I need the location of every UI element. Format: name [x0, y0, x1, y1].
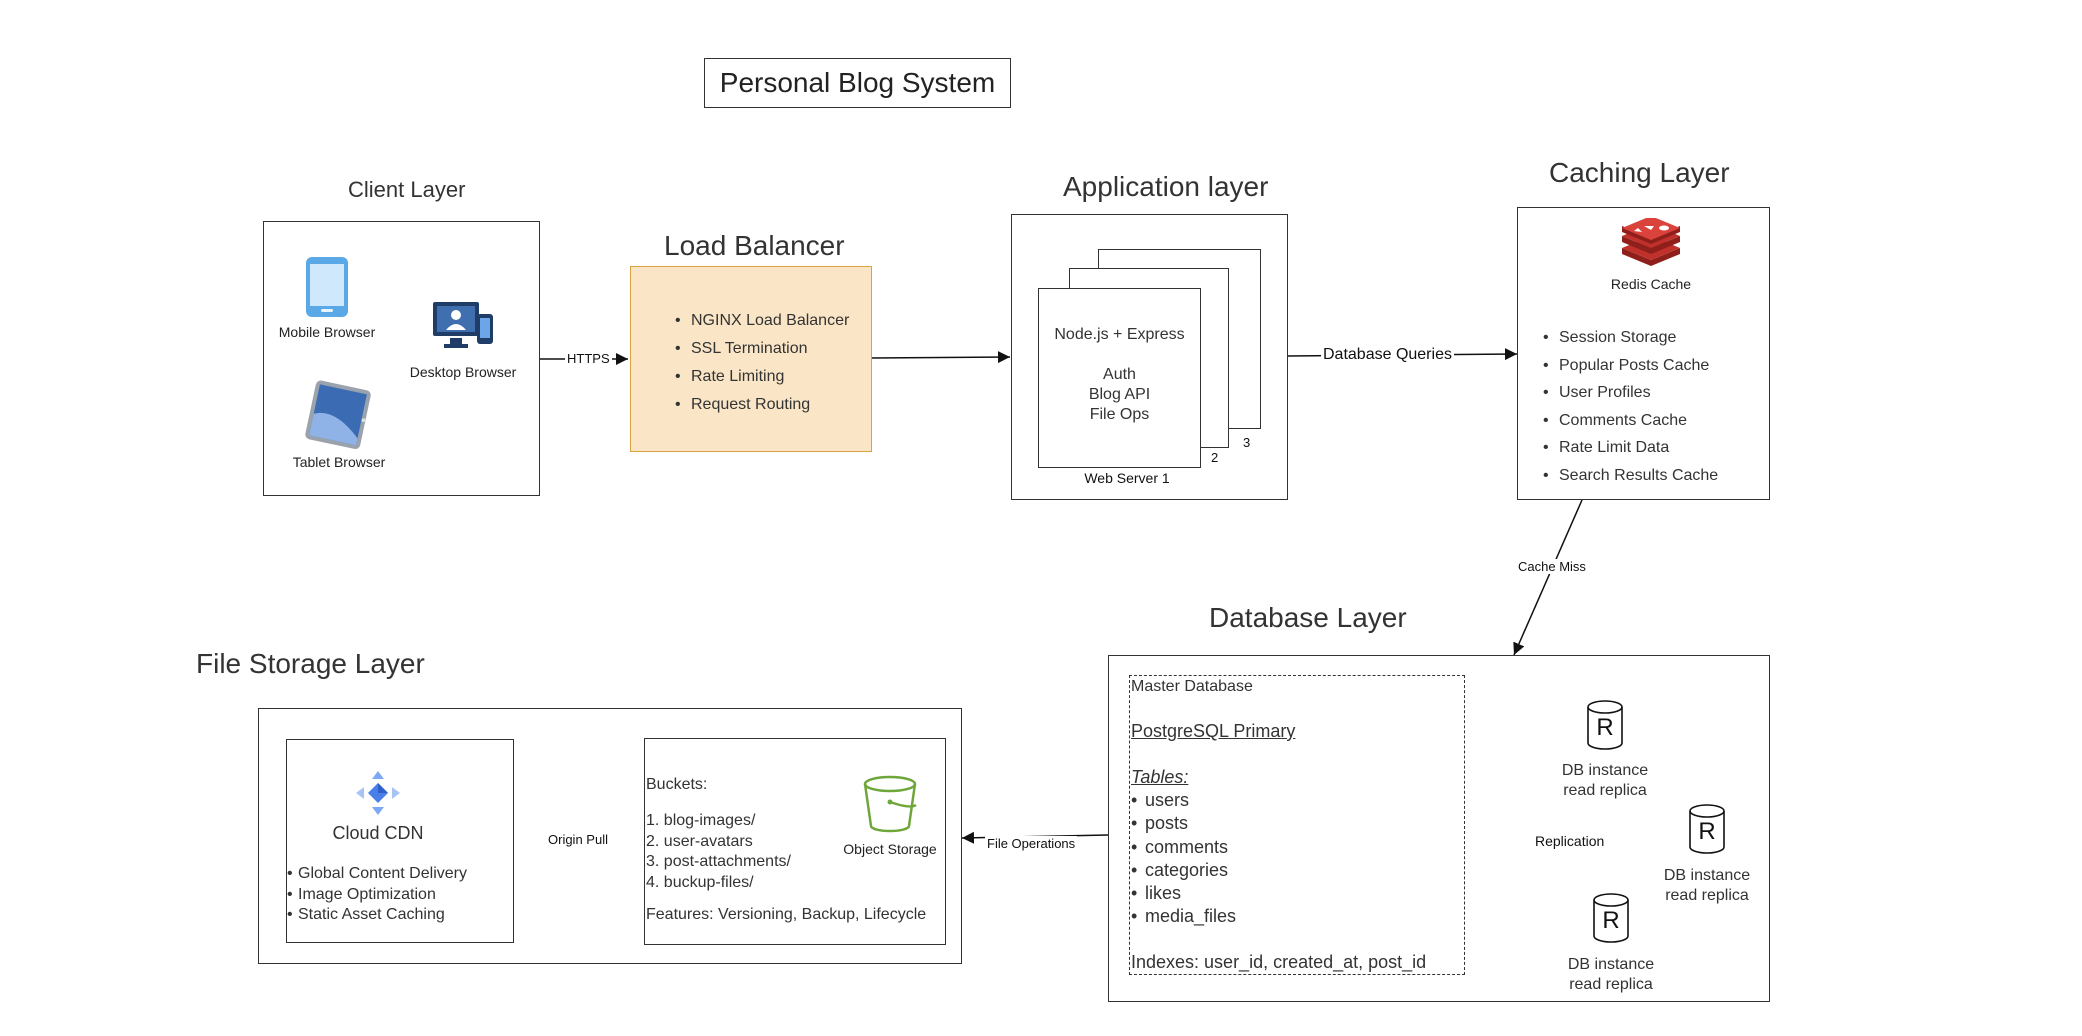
- tablet-icon: [305, 380, 371, 450]
- lb-item: SSL Termination: [675, 335, 849, 363]
- cloud-cdn-label: Cloud CDN: [332, 823, 424, 843]
- mobile-browser-label: Mobile Browser: [278, 324, 376, 340]
- cache-item: Rate Limit Data: [1543, 434, 1718, 462]
- desktop-devices-icon: [433, 302, 493, 348]
- table-item: media_files: [1131, 905, 1236, 929]
- bucket-item: 3. post-attachments/: [646, 853, 791, 870]
- buckets-heading: Buckets:: [646, 776, 708, 793]
- cdn-feature: Global Content Delivery: [287, 864, 467, 885]
- bucket-item: 2. user-avatars: [646, 832, 753, 850]
- database-layer-box: [1108, 655, 1770, 1002]
- postgresql-primary-label: PostgreSQL Primary: [1131, 721, 1296, 741]
- database-cylinder-icon: [1689, 804, 1725, 854]
- bucket-item: 1. blog-images/: [646, 812, 756, 829]
- cache-item: Session Storage: [1543, 324, 1718, 352]
- caching-layer-heading: Caching Layer: [1549, 157, 1730, 188]
- application-layer-heading: Application layer: [1063, 171, 1269, 202]
- replication-label: Replication: [1533, 833, 1607, 849]
- database-layer-heading: Database Layer: [1209, 602, 1407, 633]
- file-storage-layer-heading: File Storage Layer: [196, 648, 425, 679]
- diagram-title: Personal Blog System: [719, 67, 996, 98]
- object-storage-box: Buckets: 1. blog-images/ 2. user-avatars…: [644, 738, 946, 945]
- master-database-box: Master Database PostgreSQL Primary Table…: [1129, 675, 1465, 975]
- file-operations-label: File Operations: [985, 836, 1078, 851]
- table-item: posts: [1131, 812, 1236, 836]
- redis-cache-label: Redis Cache: [1610, 276, 1692, 292]
- database-cylinder-icon: [1593, 893, 1629, 943]
- cache-item: Popular Posts Cache: [1543, 352, 1718, 380]
- cache-item: Search Results Cache: [1543, 462, 1718, 490]
- cache-miss-label: Cache Miss: [1516, 559, 1588, 574]
- lb-to-app-arrow: [871, 351, 1011, 364]
- table-item: likes: [1131, 882, 1236, 906]
- table-item: users: [1131, 789, 1236, 813]
- web-server-1-label: Web Server 1: [1084, 470, 1170, 486]
- replica-3-label-line1: DB instance: [1567, 956, 1655, 973]
- database-cylinder-icon: [1587, 700, 1623, 750]
- master-database-label: Master Database: [1131, 678, 1253, 695]
- cloud-cdn-icon: [356, 771, 400, 815]
- replica-1-label-line2: read replica: [1563, 782, 1647, 799]
- blog-api-label: Blog API: [1088, 386, 1151, 403]
- cache-miss-arrow: [1513, 499, 1583, 656]
- cloud-cdn-box: Global Content Delivery Image Optimizati…: [286, 739, 514, 943]
- cache-item: User Profiles: [1543, 379, 1718, 407]
- web-server-1-box: Node.js + Express Auth Blog API File Ops: [1038, 288, 1201, 468]
- mobile-phone-icon: [306, 257, 348, 317]
- replica-glyph: R: [1602, 907, 1620, 934]
- client-layer-heading: Client Layer: [348, 177, 466, 202]
- replica-glyph: R: [1596, 714, 1614, 741]
- database-queries-label: Database Queries: [1321, 346, 1454, 364]
- lb-item: Request Routing: [675, 391, 849, 419]
- storage-features-label: Features: Versioning, Backup, Lifecycle: [646, 906, 927, 923]
- cdn-feature: Image Optimization: [287, 885, 467, 906]
- server-number-3: 3: [1243, 435, 1251, 450]
- lb-item: Rate Limiting: [675, 363, 849, 391]
- auth-label: Auth: [1103, 366, 1136, 383]
- replica-2-label-line2: read replica: [1665, 887, 1749, 904]
- desktop-browser-label: Desktop Browser: [409, 364, 517, 380]
- load-balancer-heading: Load Balancer: [664, 230, 845, 261]
- table-item: categories: [1131, 859, 1236, 883]
- tables-heading: Tables:: [1131, 767, 1189, 787]
- object-storage-label: Object Storage: [843, 841, 937, 857]
- redis-icon: [1622, 218, 1680, 266]
- replica-glyph: R: [1698, 818, 1716, 845]
- diagram-title-box: Personal Blog System: [704, 58, 1011, 108]
- cdn-feature: Static Asset Caching: [287, 905, 467, 926]
- replica-1-label-line1: DB instance: [1561, 762, 1649, 779]
- tablet-browser-label: Tablet Browser: [292, 454, 386, 470]
- server-number-2: 2: [1211, 450, 1219, 465]
- indexes-label: Indexes: user_id, created_at, post_id: [1131, 952, 1427, 972]
- origin-pull-label: Origin Pull: [546, 832, 610, 847]
- lb-item: NGINX Load Balancer: [675, 307, 849, 335]
- node-express-label: Node.js + Express: [1054, 326, 1185, 343]
- https-label: HTTPS: [565, 351, 612, 366]
- table-item: comments: [1131, 836, 1236, 860]
- replica-3-label-line2: read replica: [1569, 976, 1653, 993]
- load-balancer-box: NGINX Load Balancer SSL Termination Rate…: [630, 266, 872, 452]
- bucket-item: 4. buckup-files/: [646, 873, 754, 891]
- cache-item: Comments Cache: [1543, 407, 1718, 435]
- bucket-icon: [863, 775, 917, 833]
- file-ops-label: File Ops: [1089, 406, 1150, 423]
- replica-2-label-line1: DB instance: [1663, 867, 1751, 884]
